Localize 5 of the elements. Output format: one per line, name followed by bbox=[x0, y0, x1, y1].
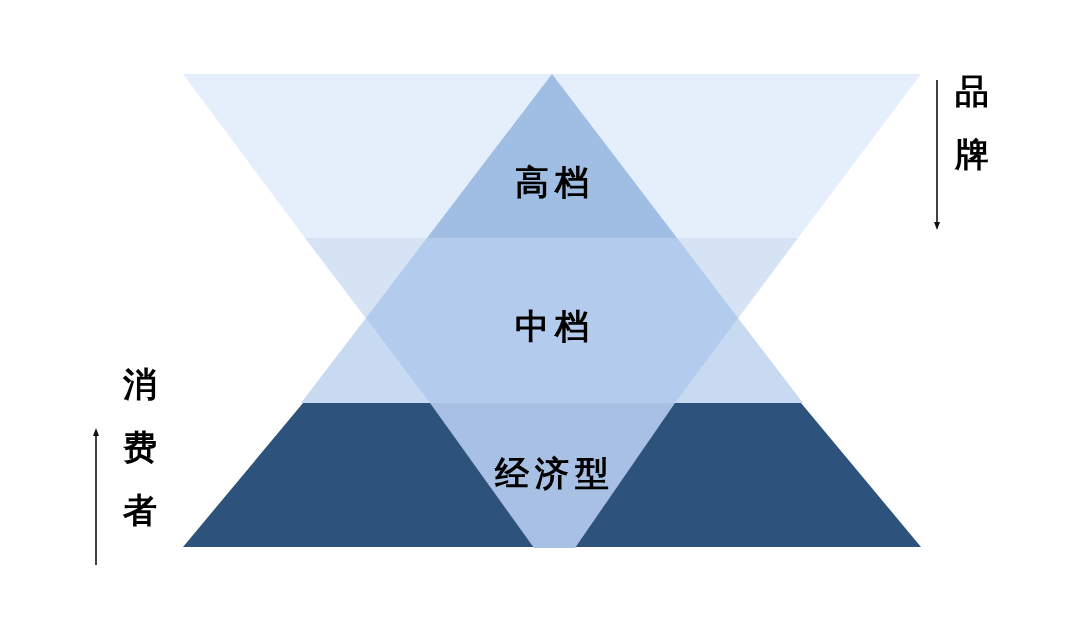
axis-label: 品牌 bbox=[955, 70, 989, 176]
axis-label: 消费者 bbox=[123, 363, 157, 532]
tier-label: 高档 bbox=[515, 163, 595, 203]
tier-label: 中档 bbox=[515, 307, 595, 347]
tier-label: 经济型 bbox=[495, 454, 615, 494]
